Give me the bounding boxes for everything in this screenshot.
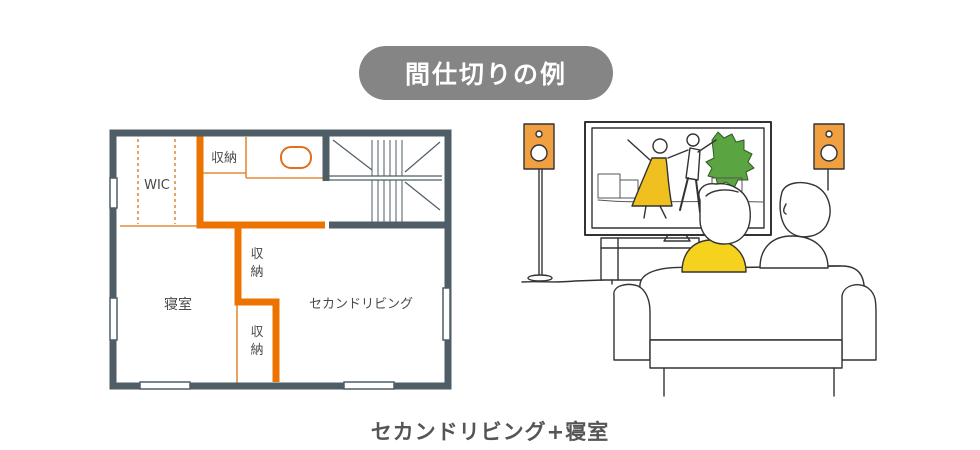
storage-label-mid-2: 納 [250, 265, 263, 280]
wic-dotted-lines [137, 139, 176, 224]
floor-plan: WIC 収納 収 納 収 納 寝室 セカンドリビング [109, 129, 452, 390]
person-white-shirt [759, 181, 831, 269]
outer-walls [109, 129, 452, 390]
storage-label-bottom-2: 納 [250, 343, 263, 358]
fixture-icon [280, 146, 312, 169]
storage-label-bottom-1: 収 [250, 325, 263, 340]
wic-label: WIC [144, 178, 170, 193]
second-living-label: セカンドリビング [309, 297, 413, 312]
couch [613, 265, 877, 397]
storage-label-top: 収納 [211, 151, 237, 166]
left-speaker [523, 123, 555, 282]
floor-line [521, 279, 604, 283]
title-badge: 間仕切りの例 [359, 46, 613, 100]
living-room-illustration [521, 121, 877, 397]
bedroom-label: 寝室 [164, 296, 192, 313]
staircase [329, 139, 442, 222]
interior-lines [120, 137, 326, 383]
person-yellow-shirt [681, 183, 751, 273]
orange-partitions [196, 134, 325, 382]
caption: セカンドリビング+寝室 [370, 420, 610, 444]
storage-label-mid-1: 収 [250, 247, 263, 262]
windows [109, 177, 451, 390]
right-speaker [813, 123, 845, 191]
